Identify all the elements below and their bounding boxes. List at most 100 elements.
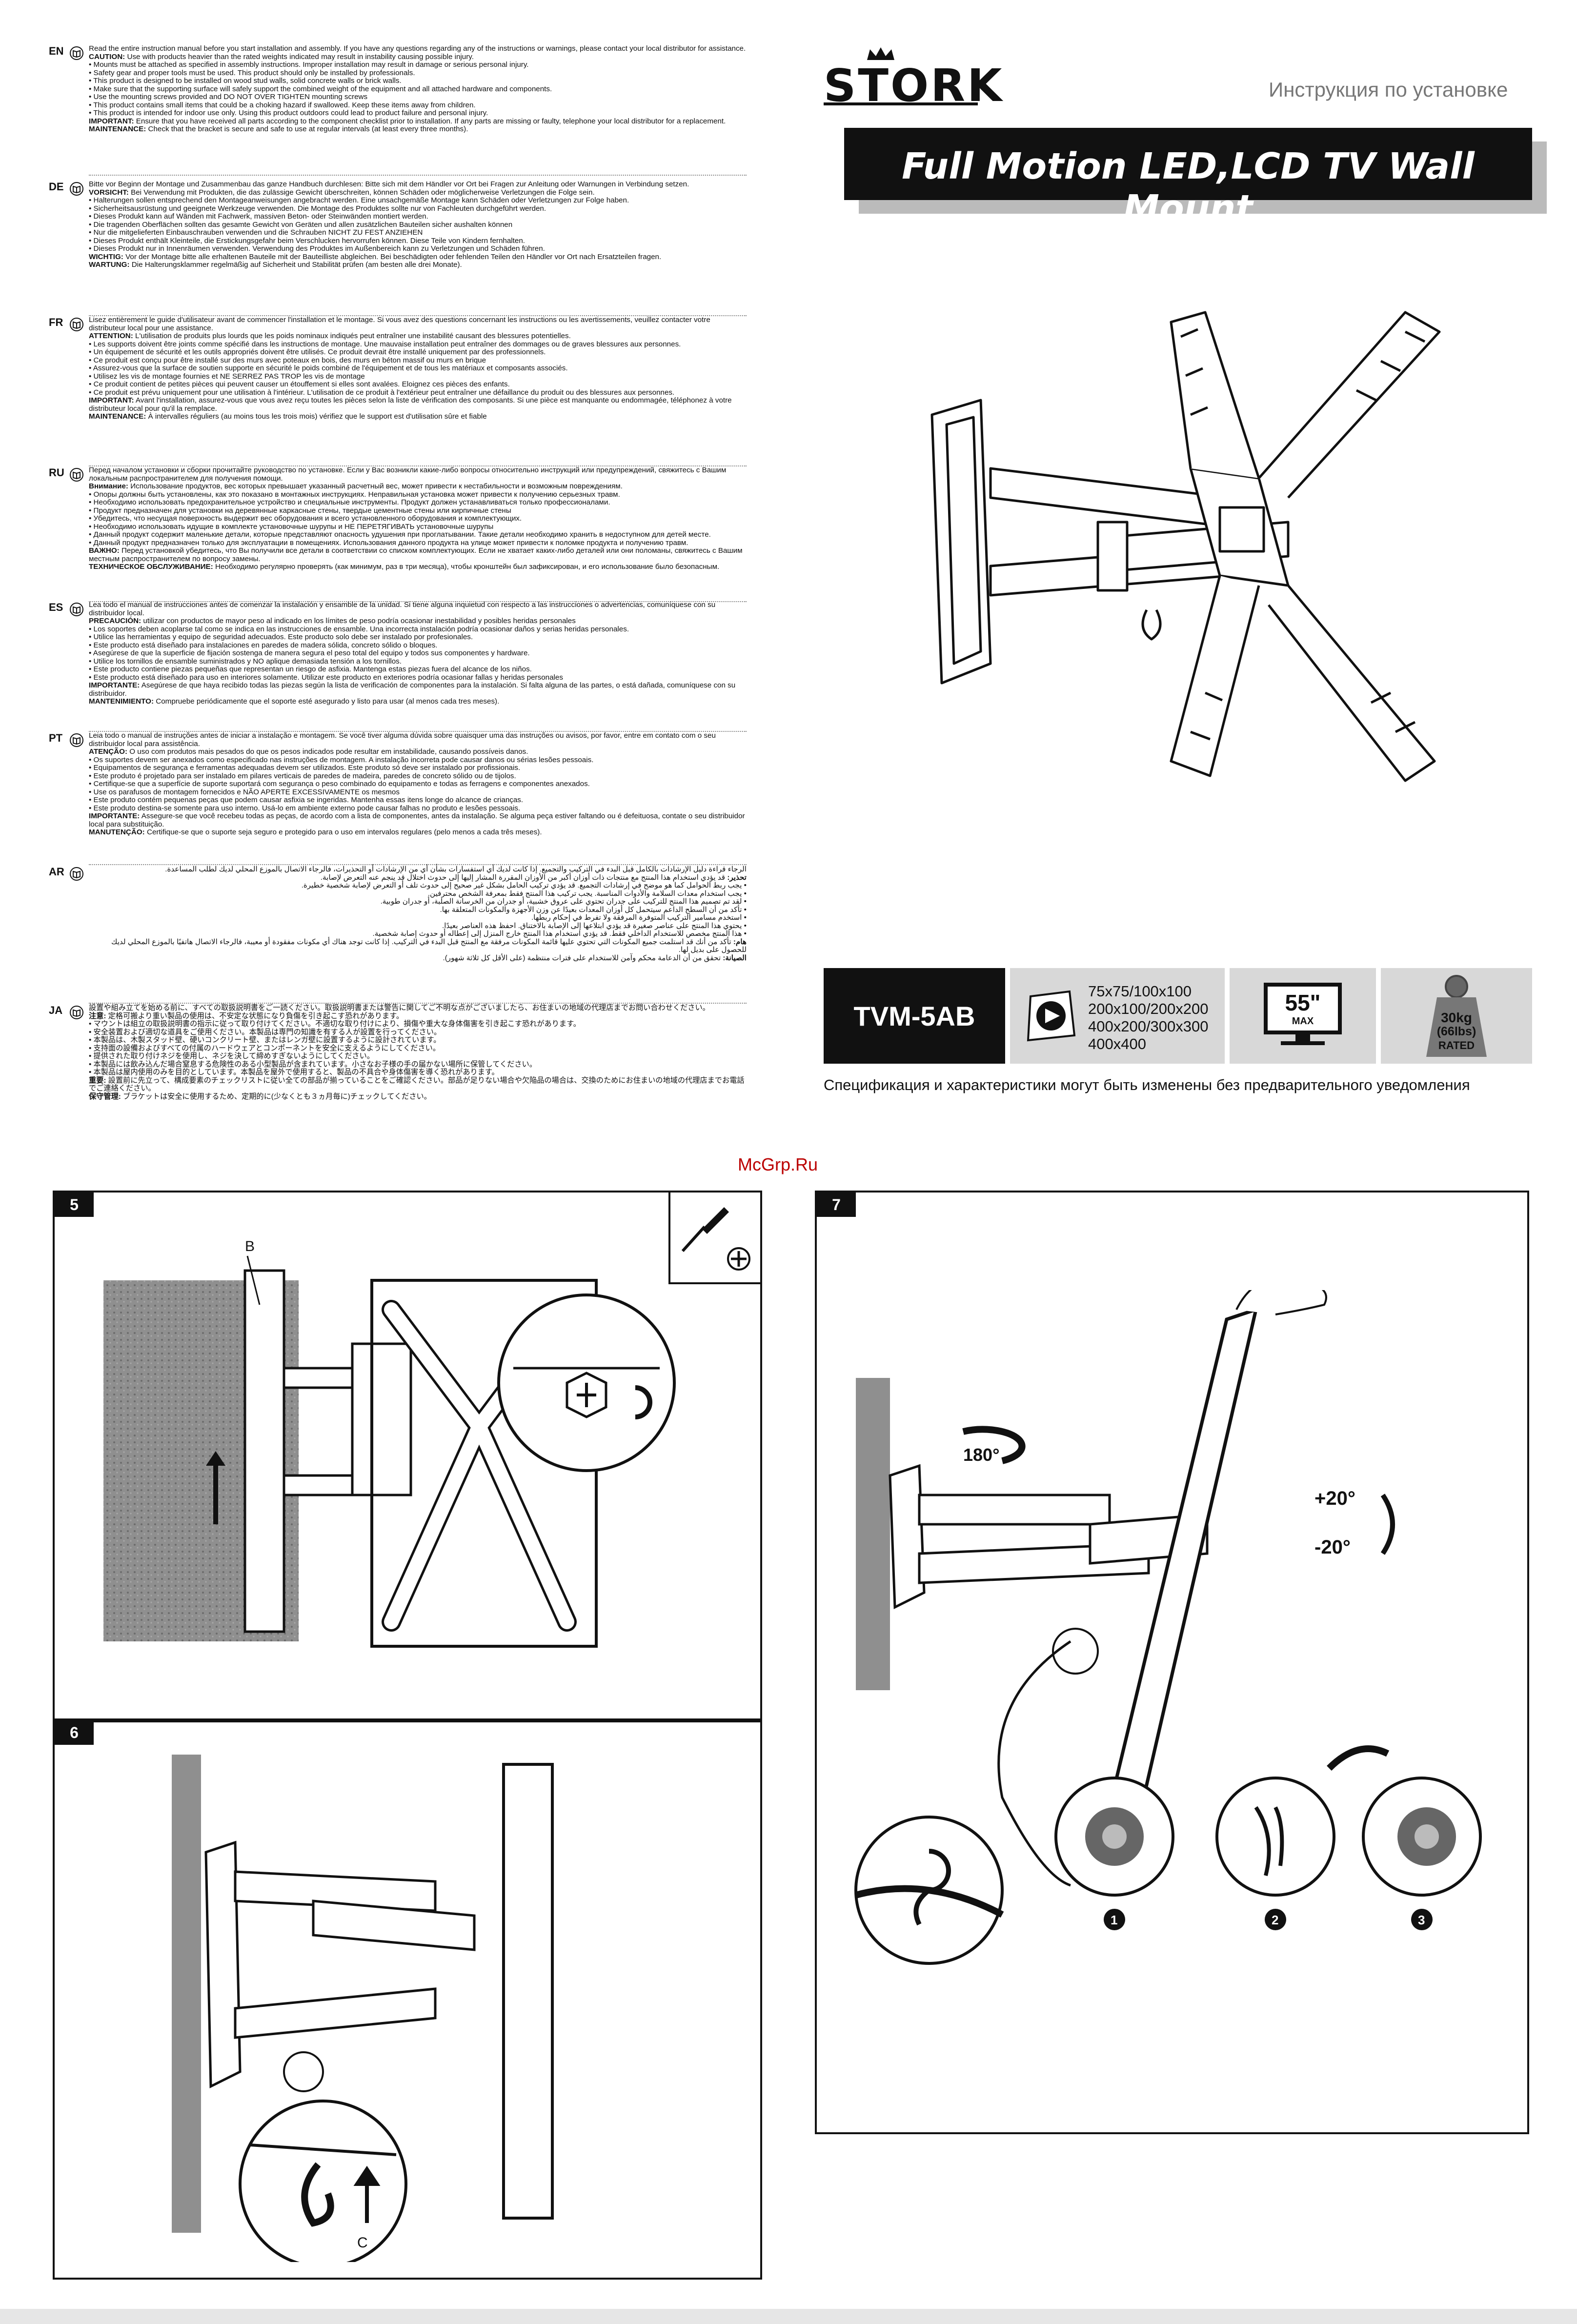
instruction-line: • Equipamentos de segurança e ferramenta… xyxy=(89,764,747,772)
instruction-line: • لقد تم تصميم هذا المنتج للتركيب على جد… xyxy=(89,897,747,906)
instruction-line: ВАЖНО: Перед установкой убедитесь, что В… xyxy=(89,546,747,563)
instruction-text: • This product is intended for indoor us… xyxy=(89,109,488,117)
vesa-value: 400x400 xyxy=(1088,1035,1146,1052)
instruction-line: • Certifique-se que a superfície de supo… xyxy=(89,780,747,788)
lang-text: Read the entire instruction manual befor… xyxy=(89,44,747,134)
instruction-text: • Убедитесь, что несущая поверхность выд… xyxy=(89,514,522,523)
lang-block-fr: FR Lisez entièrement le guide d'utilisate… xyxy=(49,316,747,466)
instruction-heading: MANUTENÇÃO: xyxy=(89,828,145,836)
vesa-value: 75x75/100x100 xyxy=(1088,983,1192,1000)
instruction-line: • استخدم مسامير التركيب المتوفرة المرفقة… xyxy=(89,913,747,922)
screen-size-spec: 55" MAX xyxy=(1230,968,1376,1064)
instruction-text: • تأكد من أن السطح الداعم سيتحمل كل أوزا… xyxy=(440,905,747,914)
instruction-text: • 本製品は屋内使用のみを目的としています。本製品を屋外で使用すると、製品の不具… xyxy=(89,1068,499,1076)
instruction-line: • Halterungen sollen entsprechend den Mo… xyxy=(89,196,747,205)
instruction-heading: MANTENIMIENTO: xyxy=(89,697,154,706)
instruction-text: Использование продуктов, вес которых пре… xyxy=(128,482,623,490)
instruction-line: 保守管理: ブラケットは安全に使用するため、定期的に(少なくとも３ヵ月毎に)チェ… xyxy=(89,1092,747,1101)
instruction-text: تحقق من أن الدعامة محكم وآمن للاستخدام ع… xyxy=(443,953,723,962)
weight-lbs: (66lbs) xyxy=(1436,1025,1476,1038)
instruction-text: • 提供された取り付けネジを使用し、ネジを決して締めすぎないようにしてください。 xyxy=(89,1052,374,1060)
lang-text: الرجاء قراءة دليل الإرشادات بالكامل قبل … xyxy=(89,865,747,963)
instruction-line: • マウントは組立の取扱説明書の指示に従って取り付けてください。不適切な取り付け… xyxy=(89,1020,747,1029)
instruction-line: • Данный продукт предназначен только для… xyxy=(89,539,747,547)
tv-stand-base xyxy=(1281,1041,1325,1045)
instruction-text: • Dieses Produkt enthält Kleinteile, die… xyxy=(89,236,526,245)
step-panel-7: 7 180° +20° -20° 1 2 3 xyxy=(815,1191,1529,2134)
instruction-line: • Este produto destina-se somente para u… xyxy=(89,804,747,813)
book-warning-icon xyxy=(70,603,83,616)
lang-code: ES xyxy=(49,601,63,613)
instruction-line: • This product contains small items that… xyxy=(89,101,747,110)
instruction-heading: CAUTION: xyxy=(89,52,125,61)
instruction-line: PRECAUCIÓN: utilizar con productos de ma… xyxy=(89,617,747,626)
book-warning-icon xyxy=(70,733,83,747)
instruction-line: • Nur die mitgelieferten Einbauschrauben… xyxy=(89,228,747,237)
instruction-line: • Mounts must be attached as specified i… xyxy=(89,61,747,69)
instruction-text: • Un équipement de sécurité et les outil… xyxy=(89,348,546,356)
vesa-spec: 75x75/100x100 200x100/200x200 400x200/30… xyxy=(1010,968,1225,1064)
instruction-line: • 本製品には飲み込んだ場合窒息する危険性のある小型製品が含まれています。小さな… xyxy=(89,1060,747,1069)
callout-label: B xyxy=(245,1238,255,1254)
instruction-line: الصيانة: تحقق من أن الدعامة محكم وآمن لل… xyxy=(89,954,747,963)
instruction-line: MANTENIMIENTO: Compruebe periódicamente … xyxy=(89,697,747,706)
instruction-line: CAUTION: Use with products heavier than … xyxy=(89,53,747,61)
book-warning-icon xyxy=(70,318,83,331)
instruction-line: Внимание: Использование продуктов, вес к… xyxy=(89,482,747,491)
instruction-text: • Необходимо использовать идущие в компл… xyxy=(89,522,494,531)
tv-icon: 55" MAX xyxy=(1264,983,1342,1034)
instruction-text: • 支持面の設備およびすべての付属のハードウェアとコンポーネントを安全に支えるよ… xyxy=(89,1044,441,1052)
instruction-text: O uso com produtos mais pesados do que o… xyxy=(127,748,528,756)
instruction-line: • Use os parafusos de montagem fornecido… xyxy=(89,788,747,797)
instruction-heading: ВАЖНО: xyxy=(89,546,120,555)
instruction-heading: تحذير: xyxy=(727,873,747,882)
spec-disclaimer: Спецификация и характеристики могут быть… xyxy=(824,1076,1470,1093)
instruction-text: Avant l'installation, assurez-vous que v… xyxy=(89,396,732,413)
instruction-text: • Продукт предназначен для установки на … xyxy=(89,506,511,515)
instruction-line: • Un équipement de sécurité et les outil… xyxy=(89,348,747,357)
instruction-heading: ATTENTION: xyxy=(89,332,133,340)
instruction-text: Vor der Montage bitte alle erhaltenen Ba… xyxy=(123,252,662,261)
instruction-text: • Los soportes deben acoplarse tal como … xyxy=(89,625,629,633)
instruction-line: • Ce produit est prévu uniquement pour u… xyxy=(89,388,747,397)
instruction-text: • Ce produit est conçu pour être install… xyxy=(89,356,486,364)
instruction-heading: WICHTIG: xyxy=(89,252,123,261)
instruction-line: • Dieses Produkt enthält Kleinteile, die… xyxy=(89,237,747,245)
instruction-line: Lisez entièrement le guide d'utilisateur… xyxy=(89,316,747,332)
lang-code: FR xyxy=(49,316,63,328)
instruction-text: • Die tragenden Oberflächen sollten das … xyxy=(89,220,513,229)
instruction-text: • 本製品には飲み込んだ場合窒息する危険性のある小型製品が含まれています。小さな… xyxy=(89,1060,537,1069)
instruction-line: • Utilisez les vis de montage fournies e… xyxy=(89,372,747,381)
instruction-line: WICHTIG: Vor der Montage bitte alle erha… xyxy=(89,253,747,262)
instruction-text: • Les supports doivent être joints comme… xyxy=(89,340,681,348)
instruction-text: • This product contains small items that… xyxy=(89,101,476,109)
instruction-line: • Utilice las herramientas y equipo de s… xyxy=(89,633,747,642)
weight-kg: 30kg xyxy=(1441,1010,1472,1025)
instruction-line: IMPORTANTE: Assegure-se que você recebeu… xyxy=(89,812,747,829)
instruction-line: • Este producto contiene piezas pequeñas… xyxy=(89,665,747,674)
instruction-line: 重要: 設置前に先立って、構成要素のチェックリストに従い全ての部品が揃っているこ… xyxy=(89,1076,747,1093)
instruction-text: قد يؤدي استخدام هذا المنتج مع منتجات ذات… xyxy=(320,873,728,882)
instruction-line: • Este producto está diseñado para insta… xyxy=(89,641,747,650)
weight-spec: 30kg (66lbs) RATED xyxy=(1381,968,1532,1064)
instruction-line: • Ce produit est conçu pour être install… xyxy=(89,356,747,365)
step-circle-label: 1 xyxy=(1111,1913,1117,1927)
tilt-down-label: -20° xyxy=(1314,1536,1351,1558)
instruction-line: • Необходимо использовать идущие в компл… xyxy=(89,523,747,531)
instruction-heading: IMPORTANT: xyxy=(89,117,134,125)
rotate-label: 180° xyxy=(963,1445,999,1465)
instruction-line: IMPORTANT: Ensure that you have received… xyxy=(89,117,747,126)
lang-separator xyxy=(89,601,747,602)
instruction-line: 注意: 定格可搬より重い製品の使用は、不安定な状態になり負傷を引き起こす恐れがあ… xyxy=(89,1012,747,1021)
instruction-text: ブラケットは安全に使用するため、定期的に(少なくとも３ヵ月毎に)チェックしてくだ… xyxy=(121,1092,431,1101)
instruction-line: MAINTENANCE: Check that the bracket is s… xyxy=(89,125,747,134)
step-5-illustration: B xyxy=(103,1238,676,1648)
size-value: 55" xyxy=(1285,990,1321,1015)
product-illustration xyxy=(930,311,1441,782)
page-title: Full Motion LED,LCD TV Wall Mount xyxy=(902,145,1475,229)
instruction-text: • يحتوي هذا المنتج على عناصر صغيرة قد يؤ… xyxy=(442,921,747,930)
